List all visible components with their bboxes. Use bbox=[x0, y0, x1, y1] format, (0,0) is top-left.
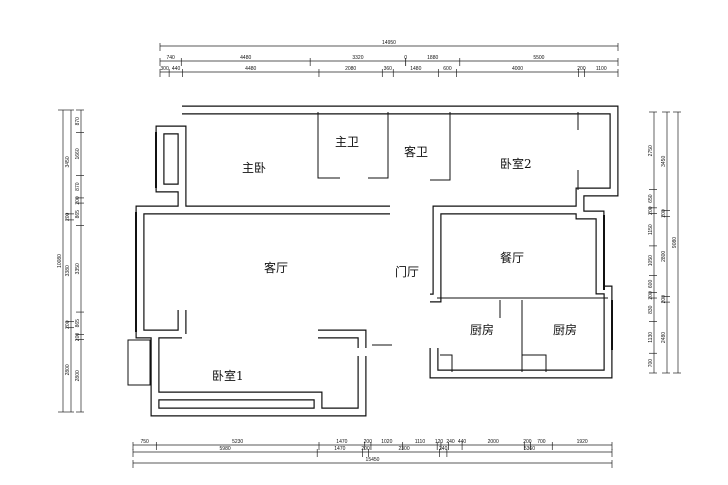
dimension-label: 200 bbox=[661, 209, 667, 218]
dimension-label: 200 bbox=[65, 212, 71, 221]
dimension-label: 750 bbox=[140, 439, 149, 445]
dimension-label: 4000 bbox=[512, 66, 523, 72]
dimension-label: 3380 bbox=[65, 265, 71, 276]
dimension-label: 5980 bbox=[220, 446, 231, 452]
dimension-label: 600 bbox=[443, 66, 452, 72]
dimension-label: 830 bbox=[648, 305, 654, 314]
dimension-label: 3350 bbox=[75, 263, 81, 274]
dimension-label: 5230 bbox=[232, 439, 243, 445]
room-label-dining: 餐厅 bbox=[500, 250, 524, 265]
room-label-bedroom2: 卧室2 bbox=[500, 156, 532, 171]
room-label-foyer: 门厅 bbox=[395, 264, 419, 279]
dimension-label: 120 bbox=[435, 439, 444, 445]
dimension-label: 200 bbox=[523, 439, 532, 445]
room-labels: 主卧 主卫 客卫 卧室2 客厅 门厅 餐厅 厨房 厨房 卧室1 bbox=[212, 135, 577, 383]
dimension-label: 1920 bbox=[577, 439, 588, 445]
dimension-label: 865 bbox=[75, 319, 81, 328]
dimension-label: 5500 bbox=[533, 55, 544, 61]
dimension-label: 2750 bbox=[648, 145, 654, 156]
dimension-label: 870 bbox=[75, 182, 81, 191]
dimension-label: 200 bbox=[364, 439, 373, 445]
dimension-label: 200 bbox=[648, 206, 654, 215]
dimension-label: 1470 bbox=[336, 439, 347, 445]
interior-walls bbox=[127, 112, 613, 386]
dimension-label: 1880 bbox=[427, 55, 438, 61]
dimension-label: 200 bbox=[75, 196, 81, 205]
dimension-label: 2300 bbox=[399, 446, 410, 452]
dimension-label: 1660 bbox=[75, 148, 81, 159]
dimension-label: 200 bbox=[361, 446, 370, 452]
dimension-label: 240 bbox=[439, 446, 448, 452]
dimension-label: 1110 bbox=[415, 439, 426, 445]
dimension-label: 240 bbox=[446, 439, 455, 445]
dimension-label: 2480 bbox=[661, 332, 667, 343]
dimension-label: 650 bbox=[648, 194, 654, 203]
room-label-bedroom1: 卧室1 bbox=[212, 368, 244, 383]
dimension-label: 740 bbox=[166, 55, 175, 61]
dimension-label: 200 bbox=[577, 66, 586, 72]
dimension-label: 1050 bbox=[648, 255, 654, 266]
dimension-label: 200 bbox=[648, 291, 654, 300]
dimension-label: 1470 bbox=[334, 446, 345, 452]
dimension-label: 2800 bbox=[75, 370, 81, 381]
dimension-label: 10080 bbox=[57, 254, 63, 268]
dimension-label: 865 bbox=[75, 210, 81, 219]
dimension-label: 3320 bbox=[352, 55, 363, 61]
dimension-label: 440 bbox=[172, 66, 181, 72]
dimension-label: 2080 bbox=[345, 66, 356, 72]
dimension-label: 300 bbox=[160, 66, 169, 72]
dimension-label: 1130 bbox=[648, 332, 654, 343]
dimension-label: 200 bbox=[65, 320, 71, 329]
dimension-label: 1020 bbox=[381, 439, 392, 445]
dimension-label: 1150 bbox=[648, 224, 654, 235]
dimension-label: 700 bbox=[648, 359, 654, 368]
dimension-label: 14950 bbox=[382, 40, 396, 46]
room-label-kitchen: 厨房 bbox=[553, 322, 577, 337]
dimension-label: 2800 bbox=[65, 364, 71, 375]
room-label-master-bedroom: 主卧 bbox=[242, 161, 266, 175]
dimension-label: 4480 bbox=[240, 55, 251, 61]
dimension-label: 2000 bbox=[488, 439, 499, 445]
dimension-label: 3450 bbox=[661, 156, 667, 167]
dimension-label: 15450 bbox=[366, 457, 380, 463]
room-label-kitchen: 厨房 bbox=[470, 322, 494, 337]
dimension-label: 200 bbox=[75, 333, 81, 342]
exterior-walls bbox=[135, 105, 619, 417]
dimension-label: 5360 bbox=[524, 446, 535, 452]
dimension-label: 1480 bbox=[410, 66, 421, 72]
dimension-label: 360 bbox=[384, 66, 393, 72]
dimension-label: 700 bbox=[537, 439, 546, 445]
room-label-master-bath: 主卫 bbox=[335, 135, 359, 149]
room-label-guest-bath: 客卫 bbox=[404, 144, 428, 159]
dimension-label: 870 bbox=[75, 117, 81, 126]
dimension-label: 2800 bbox=[661, 251, 667, 262]
dimension-label: 200 bbox=[661, 295, 667, 304]
dimension-label: 4480 bbox=[245, 66, 256, 72]
dimension-label: 9080 bbox=[672, 237, 678, 248]
dimension-label: 1100 bbox=[596, 66, 607, 72]
room-label-living-room: 客厅 bbox=[264, 260, 288, 275]
dimension-label: 3450 bbox=[65, 156, 71, 167]
dimension-label: 600 bbox=[648, 280, 654, 289]
